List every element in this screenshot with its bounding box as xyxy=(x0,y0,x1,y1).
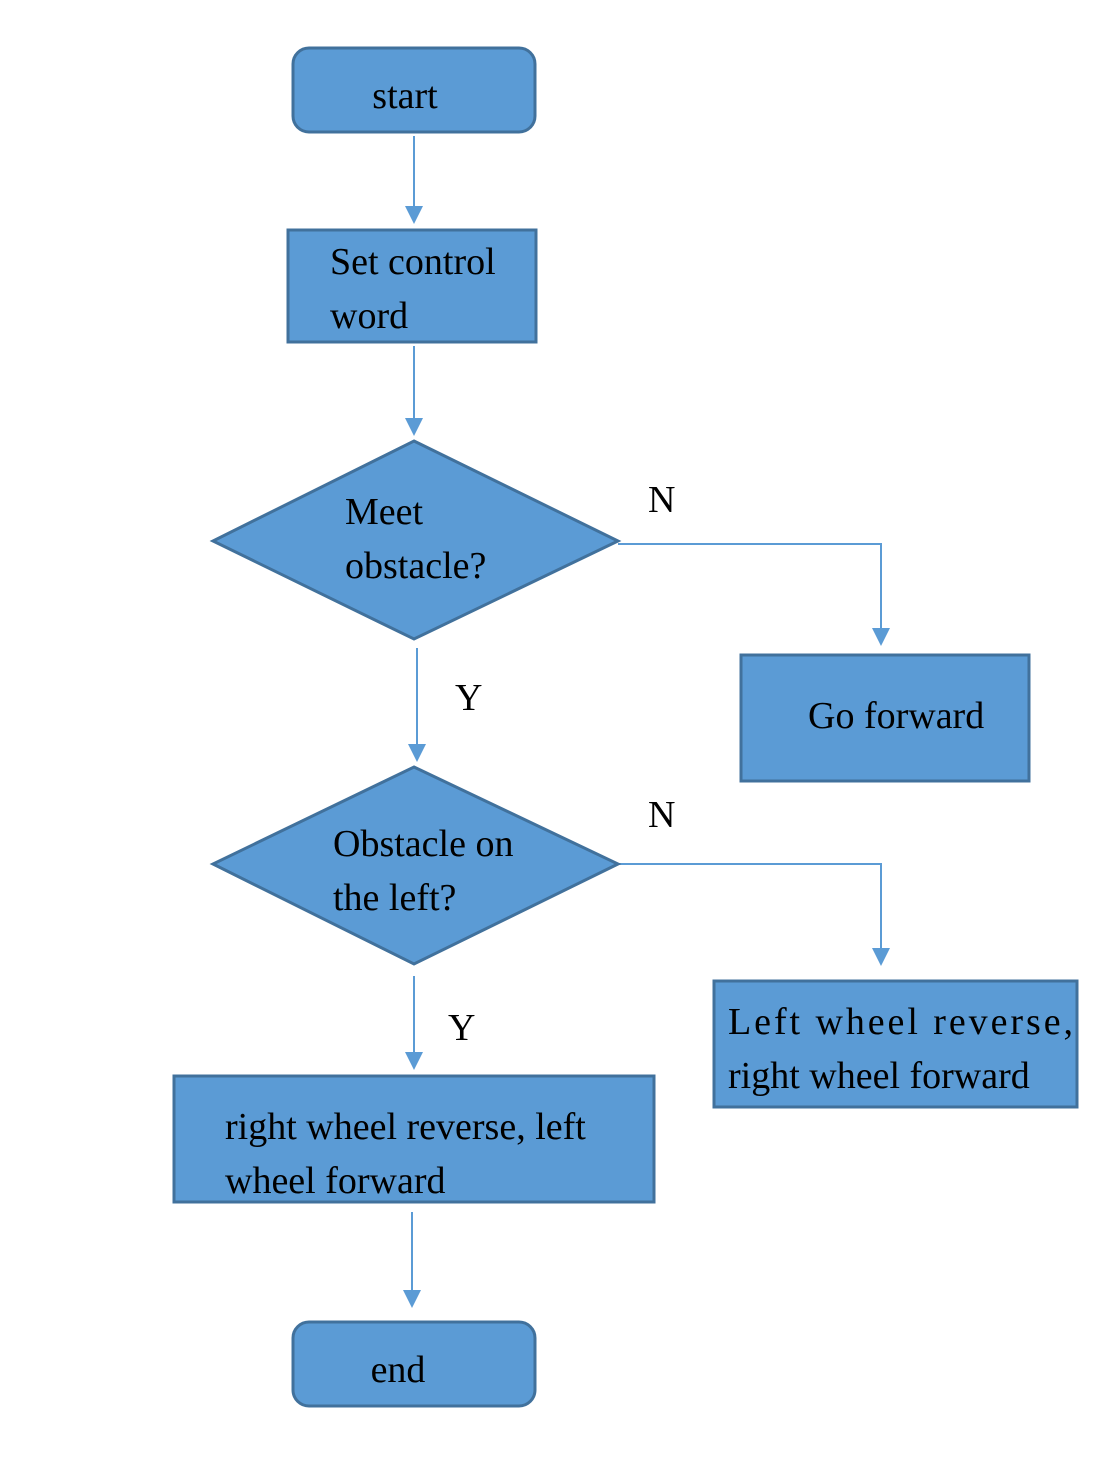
arrowhead-set-to-meet xyxy=(405,418,423,436)
end-shape xyxy=(291,1320,537,1408)
edge-labels: N Y N Y xyxy=(448,479,675,1049)
meet-obstacle-decision: Meet obstacle? xyxy=(209,439,622,641)
left-reverse-node: Left wheel reverse, right wheel forward xyxy=(712,979,1079,1109)
right-reverse-line-2: wheel forward xyxy=(225,1160,446,1202)
go-forward-shape xyxy=(739,653,1031,783)
arrowhead-right-reverse-to-end xyxy=(403,1290,421,1308)
right-reverse-node: right wheel reverse, left wheel forward xyxy=(172,1074,656,1204)
left-reverse-shape xyxy=(712,979,1079,1109)
start-node: start xyxy=(291,46,537,134)
obstacle-left-line-2: the left? xyxy=(333,877,456,919)
arrowhead-meet-to-go-forward xyxy=(872,628,890,646)
right-reverse-line-1: right wheel reverse, left xyxy=(225,1106,586,1148)
connector-left-to-left-reverse xyxy=(618,863,882,950)
left-reverse-line-1: Left wheel reverse, xyxy=(728,1001,1073,1043)
edge-label-left-yes: Y xyxy=(448,1007,475,1049)
arrowhead-meet-to-left xyxy=(408,744,426,762)
edge-label-meet-yes: Y xyxy=(455,677,482,719)
right-reverse-shape xyxy=(172,1074,656,1204)
connector-meet-to-go-forward xyxy=(618,543,882,630)
go-forward-label: Go forward xyxy=(808,695,984,737)
arrowhead-start-to-set xyxy=(405,206,423,224)
set-control-word-line-1: Set control xyxy=(330,241,496,283)
start-shape xyxy=(291,46,537,134)
set-control-word-shape xyxy=(286,228,538,344)
meet-obstacle-line-2: obstacle? xyxy=(345,545,486,587)
edge-label-meet-no: N xyxy=(648,479,675,521)
connectors xyxy=(403,136,890,1308)
arrowhead-left-to-left-reverse xyxy=(872,948,890,966)
meet-obstacle-line-1: Meet xyxy=(345,491,424,533)
obstacle-left-line-1: Obstacle on xyxy=(333,823,513,865)
arrowhead-left-to-right-reverse xyxy=(405,1052,423,1070)
edge-label-left-no: N xyxy=(648,794,675,836)
end-label: end xyxy=(371,1349,426,1391)
go-forward-node: Go forward xyxy=(739,653,1031,783)
left-reverse-line-2: right wheel forward xyxy=(728,1055,1030,1097)
meet-obstacle-shape xyxy=(209,439,622,641)
set-control-word-line-2: word xyxy=(330,295,408,337)
set-control-word-node: Set control word xyxy=(286,228,538,344)
end-node: end xyxy=(291,1320,537,1408)
obstacle-left-decision: Obstacle on the left? xyxy=(209,765,622,966)
start-label: start xyxy=(372,75,438,117)
obstacle-left-shape xyxy=(209,765,622,966)
